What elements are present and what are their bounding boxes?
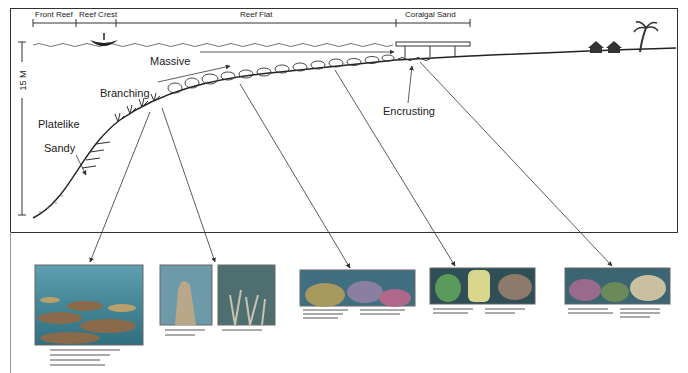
growth-form-label: Sandy [44,143,75,154]
zone-label: Coralgal Sand [405,11,456,19]
zone-label: Reef Crest [79,11,117,19]
zone-label: Front Reef [35,11,73,19]
growth-form-label: Branching [100,88,150,99]
zone-label: Reef Flat [240,11,272,19]
growth-form-label: Encrusting [383,106,435,117]
depth-label: 15 M [18,69,27,91]
growth-form-label: Platelike [38,119,80,130]
growth-form-label: Massive [150,56,190,67]
